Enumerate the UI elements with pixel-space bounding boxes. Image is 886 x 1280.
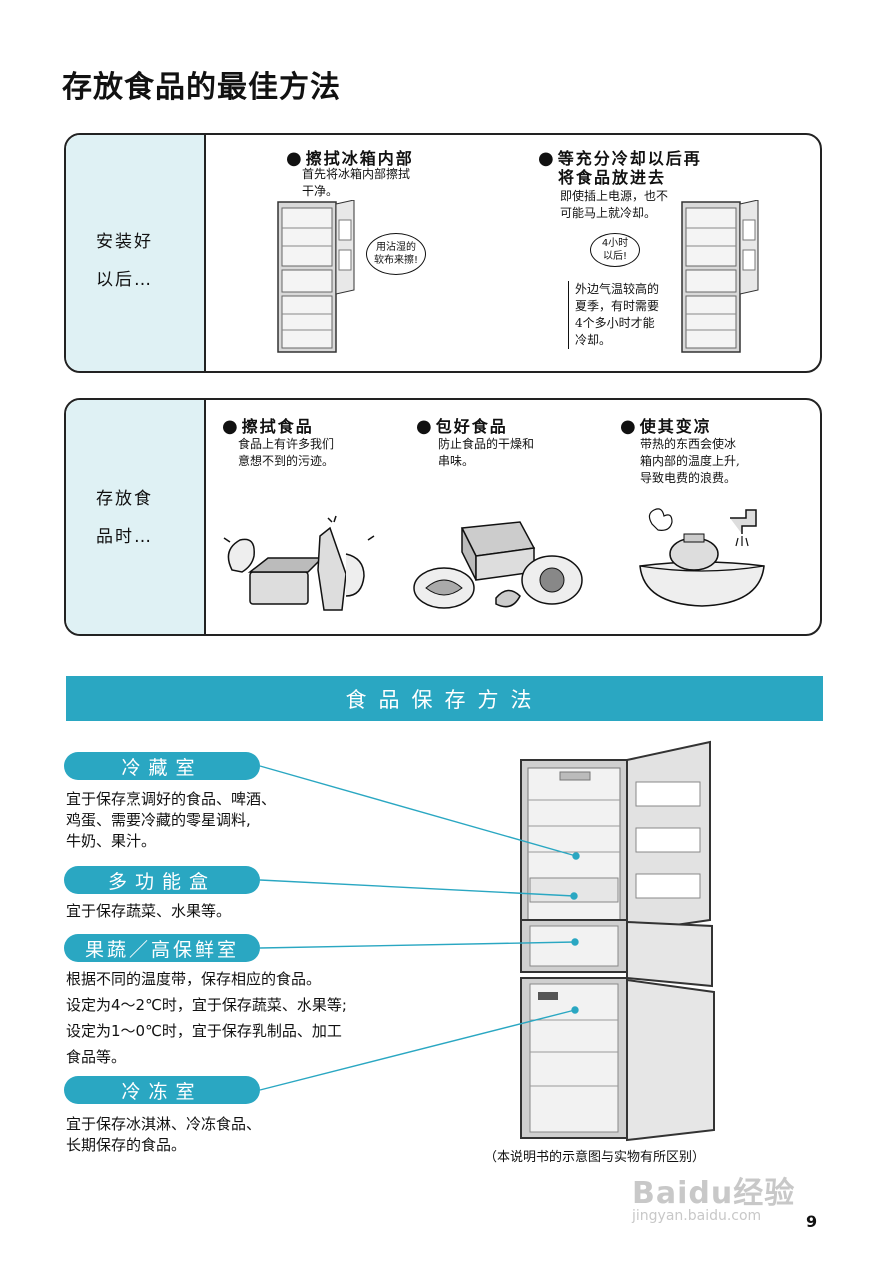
cool-food-desc: 带热的东西会使冰 箱内部的温度上升, 导致电费的浪费。 (640, 437, 740, 485)
fresh-room-label: 果蔬／高保鲜室 (64, 934, 260, 962)
baidu-watermark: Baidu经验 jingyan.baidu.com (632, 1168, 795, 1224)
fridge-open-illustration (277, 200, 355, 353)
wipe-fridge-heading-text: 擦拭冰箱内部 (305, 149, 414, 168)
wipe-food-heading-text: 擦拭食品 (241, 417, 314, 436)
fridge-open-illustration-2 (681, 200, 759, 353)
cold-room-desc: 宜于保存烹调好的食品、啤酒、 鸡蛋、需要冷藏的零星调料, 牛奶、果汁。 (66, 790, 277, 850)
cooling-pot-illustration (639, 508, 765, 607)
wipe-tip-bubble: 用沾湿的 软布来擦! (366, 233, 426, 275)
four-hours-bubble: 4小时 以后! (590, 233, 640, 267)
wiping-food-illustration (223, 515, 375, 611)
freezer-label: 冷冻室 (64, 1076, 260, 1104)
cool-first-heading-2: 将食品放进去 (558, 168, 667, 187)
cold-room-label: 冷藏室 (64, 752, 260, 780)
store-panel: 存放食 品时… ●擦拭食品 食品上有许多我们 意想不到的污迹。 ●包好食品 防止… (64, 398, 822, 636)
bullet-icon: ● (538, 148, 556, 169)
bullet-icon: ● (286, 148, 304, 169)
disclaimer-caption: （本说明书的示意图与实物有所区别） (484, 1150, 706, 1165)
watermark-url: jingyan.baidu.com (632, 1208, 762, 1224)
page-number: 9 (806, 1212, 818, 1231)
wrap-food-desc: 防止食品的干燥和 串味。 (438, 437, 535, 468)
cool-food-heading-text: 使其变凉 (639, 417, 712, 436)
bullet-icon: ● (222, 416, 240, 437)
bullet-icon: ● (620, 416, 638, 437)
cool-first-heading-text-1: 等充分冷却以后再 (557, 149, 702, 168)
fridge-diagram (259, 740, 715, 1142)
cool-first-heading-1: ●等充分冷却以后再 (538, 145, 702, 169)
fresh-room-desc: 根据不同的温度带，保存相应的食品。 设定为4～2℃时，宜于保存蔬菜、水果等; 设… (66, 970, 347, 1066)
bullet-icon: ● (416, 416, 434, 437)
wipe-food-desc: 食品上有许多我们 意想不到的污迹。 (238, 437, 335, 468)
multi-box-label: 多功能盒 (64, 866, 260, 894)
install-side-line1: 安装好 (96, 232, 153, 252)
freezer-desc: 宜于保存冰淇淋、冷冻食品、 长期保存的食品。 (66, 1115, 262, 1154)
store-side-line1: 存放食 (96, 489, 153, 509)
cool-first-desc: 即使插上电源，也不 可能马上就冷却。 (560, 189, 669, 220)
watermark-logo: Baidu经验 (632, 1176, 796, 1211)
install-side: 安装好 以后… (66, 135, 206, 371)
install-panel: 安装好 以后… ●擦拭冰箱内部 首先将冰箱内部擦拭 干净。 用沾湿的 软布来擦!… (64, 133, 822, 373)
section-banner: 食品保存方法 (66, 676, 823, 721)
cool-food-heading: ●使其变凉 (620, 413, 712, 437)
install-side-line2: 以后… (96, 270, 153, 290)
summer-note: 外边气温较高的 夏季，有时需要 4个多小时才能 冷却。 (568, 281, 659, 349)
wrap-food-heading: ●包好食品 (416, 413, 508, 437)
store-side-line2: 品时… (96, 527, 153, 547)
store-side: 存放食 品时… (66, 400, 206, 634)
wipe-food-heading: ●擦拭食品 (222, 413, 314, 437)
wipe-fridge-heading: ●擦拭冰箱内部 (286, 145, 414, 169)
wrapped-food-illustration (413, 521, 583, 609)
wrap-food-heading-text: 包好食品 (435, 417, 508, 436)
page-title: 存放食品的最佳方法 (62, 70, 341, 105)
multi-box-desc: 宜于保存蔬菜、水果等。 (66, 902, 232, 920)
wipe-fridge-desc: 首先将冰箱内部擦拭 干净。 (302, 167, 411, 198)
